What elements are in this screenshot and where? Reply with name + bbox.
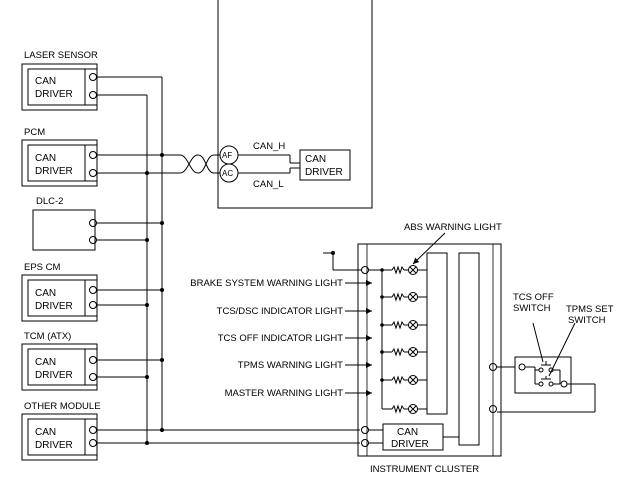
can-bus-wires bbox=[97, 76, 360, 444]
light-row bbox=[382, 347, 427, 357]
module-line1: CAN bbox=[35, 288, 56, 299]
abs-warning-label: ABS WARNING LIGHT bbox=[404, 222, 502, 233]
tpms-label-1: TPMS SET bbox=[566, 304, 614, 315]
junction-dots bbox=[145, 153, 164, 445]
module-labels: LASER SENSOR CAN DRIVER PCM CAN DRIVER D… bbox=[24, 50, 101, 451]
cluster-labels: ABS WARNING LIGHT BRAKE SYSTEM WARNING L… bbox=[190, 222, 502, 475]
can-l-label: CAN_L bbox=[253, 179, 284, 190]
module-title: TCM (ATX) bbox=[24, 331, 71, 342]
light-label: TCS/DSC INDICATOR LIGHT bbox=[217, 306, 344, 317]
instrument-cluster bbox=[323, 243, 502, 457]
light-label: BRAKE SYSTEM WARNING LIGHT bbox=[190, 278, 343, 289]
cluster-driver-line2: DRIVER bbox=[391, 439, 429, 450]
module-title: EPS CM bbox=[24, 262, 61, 273]
module-title: PCM bbox=[24, 127, 45, 138]
module-tcm bbox=[21, 343, 98, 391]
tcs-off-label-2: SWITCH bbox=[513, 303, 551, 314]
abs-light-row bbox=[382, 265, 427, 275]
switch-labels: TCS OFF SWITCH TPMS SET SWITCH bbox=[513, 292, 614, 326]
light-label: TCS OFF INDICATOR LIGHT bbox=[218, 333, 343, 344]
module-eps-cm bbox=[21, 274, 98, 322]
light-row bbox=[382, 375, 427, 385]
cluster-driver-line1: CAN bbox=[397, 427, 418, 438]
abs-driver-line2: DRIVER bbox=[305, 167, 343, 178]
abs-driver-line1: CAN bbox=[305, 154, 326, 165]
module-pcm bbox=[21, 139, 98, 187]
label-pointers bbox=[345, 232, 446, 396]
module-line2: DRIVER bbox=[35, 301, 73, 312]
switch-box bbox=[497, 322, 596, 413]
pin-low-label: AC bbox=[222, 169, 233, 178]
module-line2: DRIVER bbox=[35, 370, 73, 381]
module-line1: CAN bbox=[35, 357, 56, 368]
module-line2: DRIVER bbox=[35, 440, 73, 451]
light-row bbox=[382, 320, 427, 330]
light-row bbox=[382, 404, 427, 414]
module-line1: CAN bbox=[35, 76, 56, 87]
module-title: OTHER MODULE bbox=[24, 401, 101, 412]
module-title: DLC-2 bbox=[36, 196, 63, 207]
tpms-label-2: SWITCH bbox=[568, 315, 606, 326]
cluster-title: INSTRUMENT CLUSTER bbox=[370, 464, 479, 475]
tcs-off-label-1: TCS OFF bbox=[513, 292, 554, 303]
module-line1: CAN bbox=[35, 153, 56, 164]
module-line1: CAN bbox=[35, 427, 56, 438]
warning-light-rows bbox=[382, 265, 427, 414]
module-dlc2 bbox=[32, 209, 96, 251]
abs-unit-labels: AF AC CAN_H CAN_L CAN DRIVER bbox=[222, 141, 343, 190]
light-row bbox=[382, 292, 427, 302]
module-laser-sensor bbox=[21, 63, 98, 111]
pin-high-label: AF bbox=[222, 151, 232, 160]
module-line2: DRIVER bbox=[35, 166, 73, 177]
module-other bbox=[21, 413, 98, 461]
light-label: TPMS WARNING LIGHT bbox=[238, 360, 343, 371]
module-line2: DRIVER bbox=[35, 89, 73, 100]
module-title: LASER SENSOR bbox=[24, 50, 98, 61]
can-h-label: CAN_H bbox=[253, 141, 285, 152]
light-label: MASTER WARNING LIGHT bbox=[225, 388, 344, 399]
module-pins bbox=[89, 73, 97, 447]
abs-unit bbox=[217, 0, 373, 209]
